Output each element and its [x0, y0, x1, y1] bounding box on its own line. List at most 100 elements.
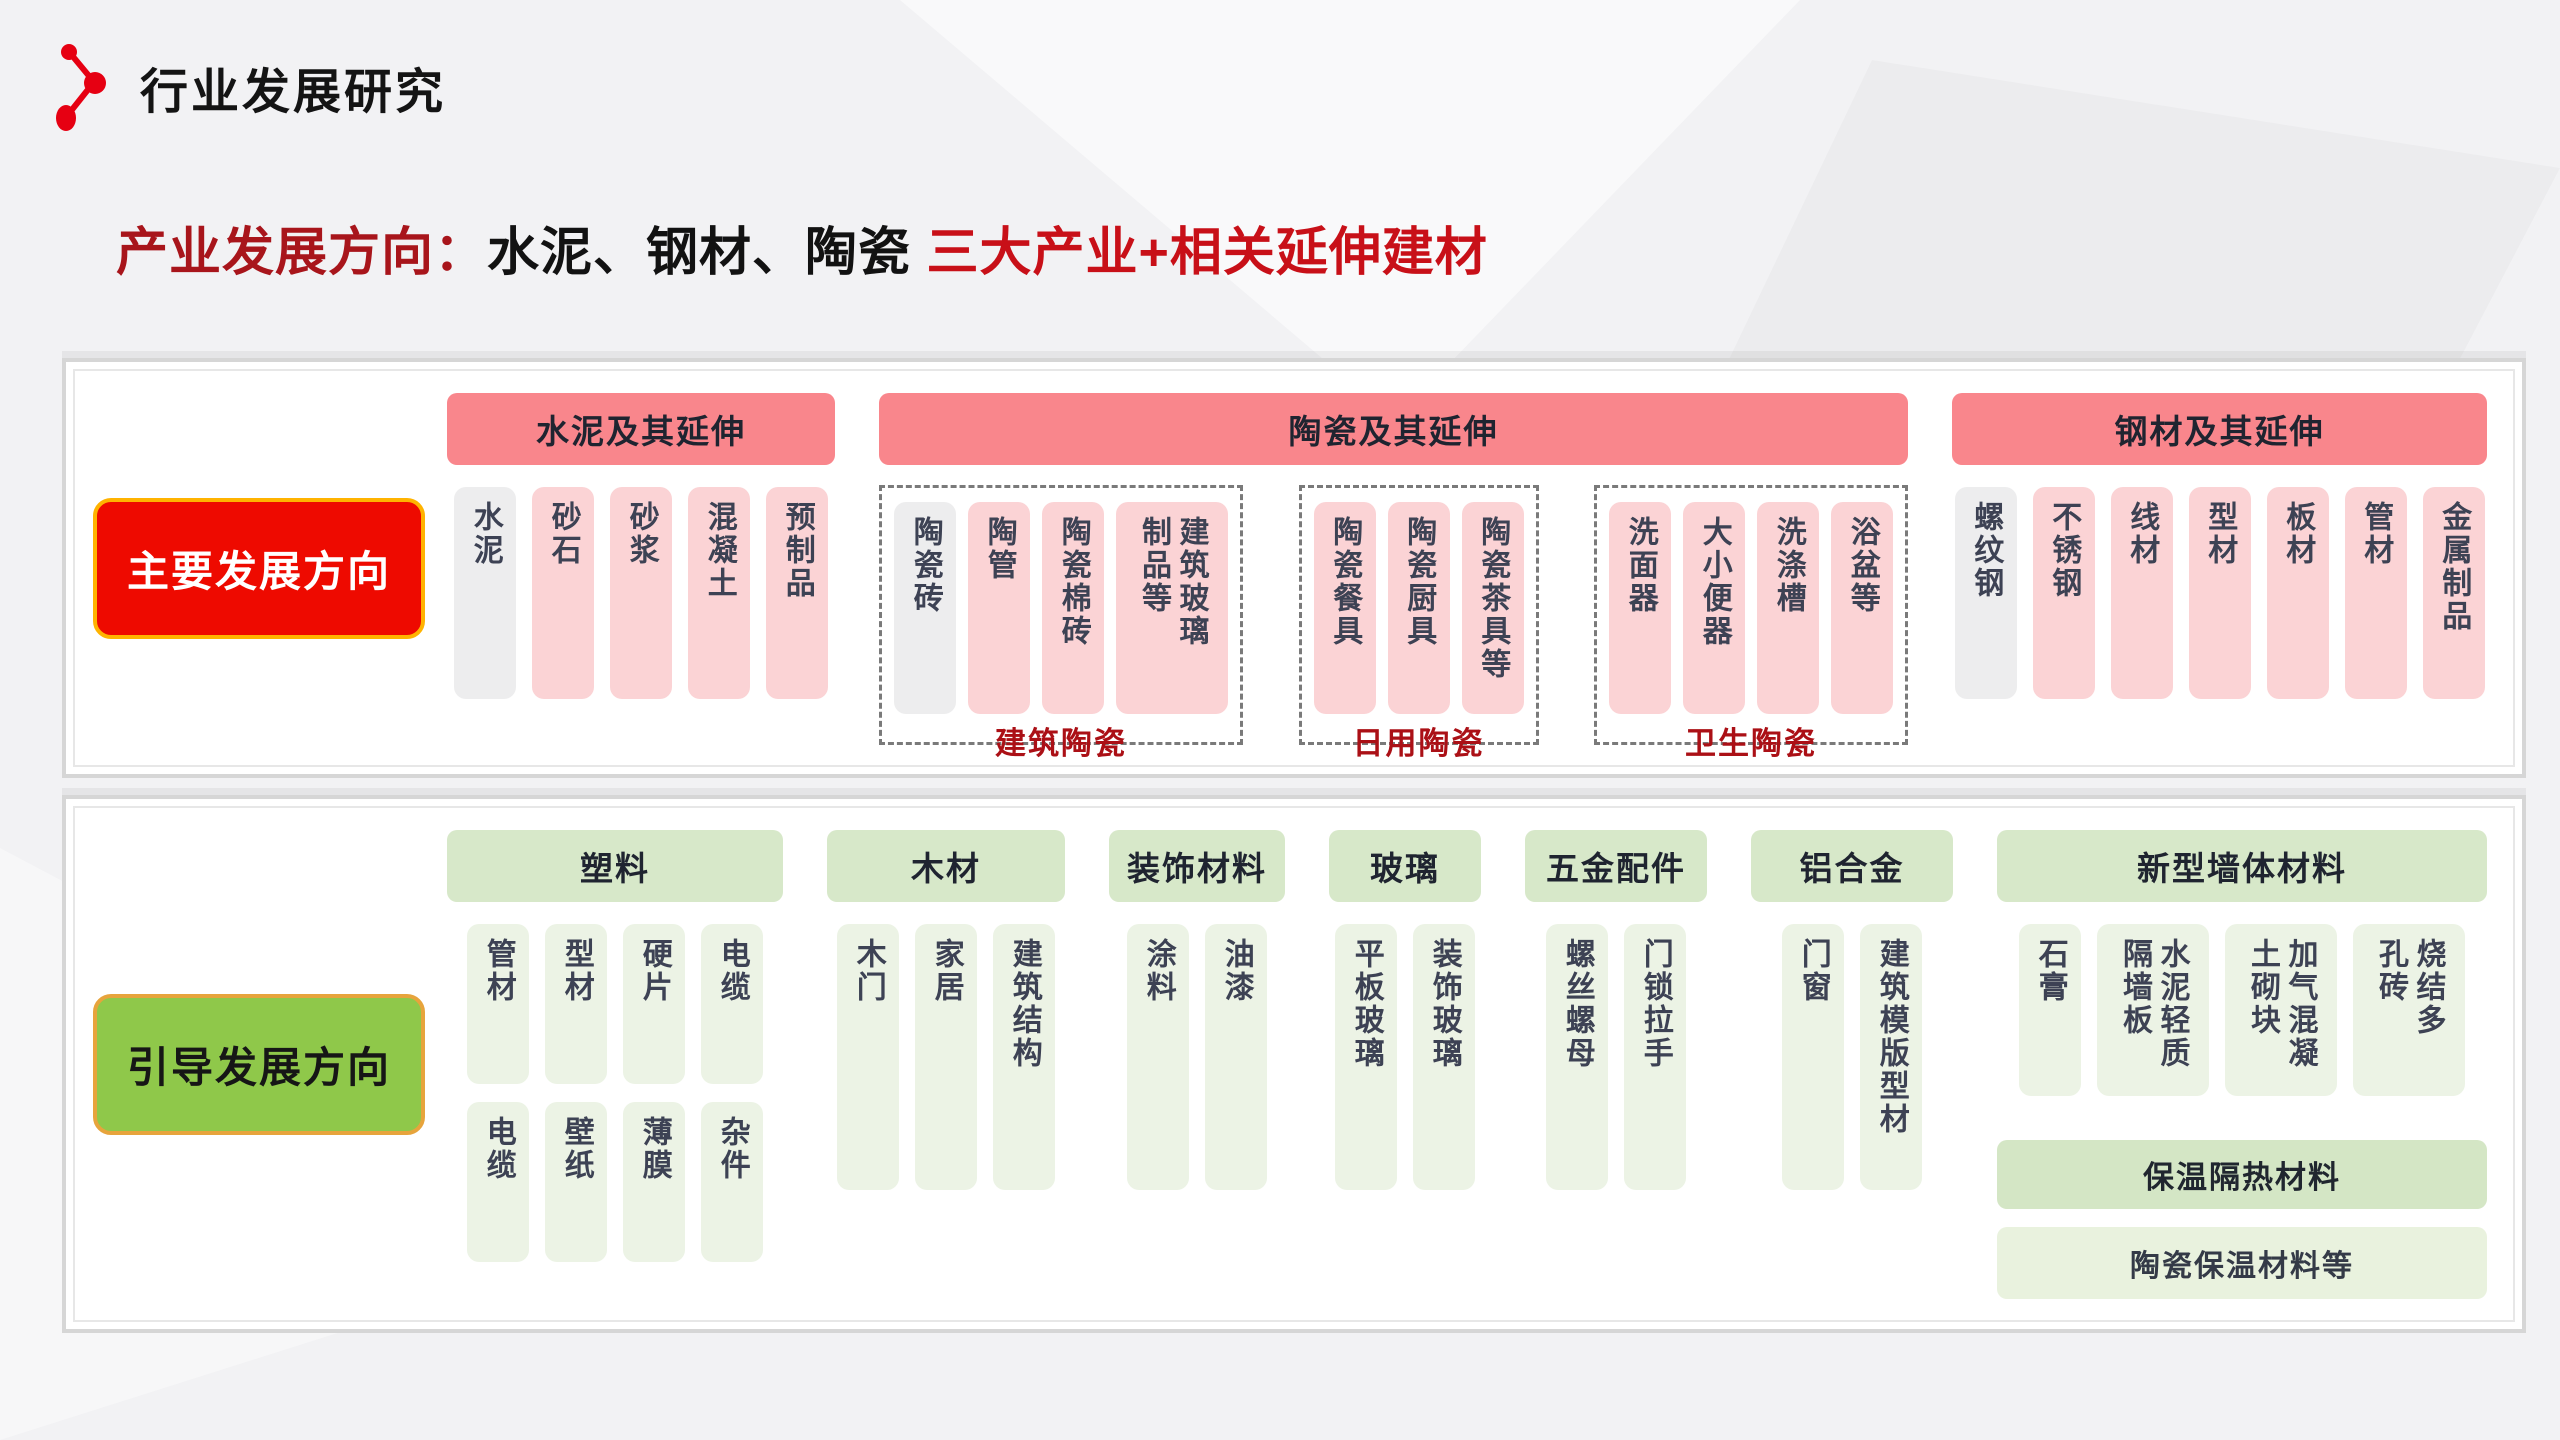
guided-direction-button: 引导发展方向: [92, 993, 425, 1135]
item-label: 木门: [851, 938, 885, 1004]
primary-button-column: 主要发展方向: [75, 371, 443, 765]
item-label: 洗面器: [1623, 516, 1657, 615]
section-header: 五金配件: [1525, 830, 1707, 902]
item-label: 薄膜: [637, 1116, 671, 1182]
section-header: 装饰材料: [1109, 830, 1285, 902]
dashed-group: 陶瓷砖陶管 陶瓷棉砖建筑玻璃 制品等建筑陶瓷: [879, 485, 1243, 761]
item-label: 金属制品: [2437, 501, 2471, 633]
item-box: 加气混凝 土砌块: [2225, 924, 2337, 1096]
item-label: 型材: [2203, 501, 2237, 567]
item-label: 烧结多 孔砖: [2374, 938, 2445, 1037]
panel2-section: 新型墙体材料石膏水泥轻质 隔墙板加气混凝 土砌块烧结多 孔砖保温隔热材料陶瓷保温…: [1997, 830, 2487, 1299]
item-label: 门窗: [1796, 938, 1830, 1004]
section-items: 涂料油漆: [1109, 924, 1285, 1190]
item-box: 陶瓷厨具: [1387, 502, 1450, 714]
subtitle-industries: 水泥、钢材、陶瓷: [487, 224, 927, 282]
item-box: 水泥轻质 隔墙板: [2097, 924, 2209, 1096]
item-box: 洗面器: [1609, 502, 1671, 714]
group-label: 日用陶瓷: [1352, 726, 1485, 761]
item-box: 螺纹钢: [1954, 487, 2017, 699]
item-label: 陶瓷棉砖: [1056, 516, 1090, 648]
item-label: 砂浆: [624, 501, 658, 567]
item-label: 建筑模版型材: [1874, 938, 1908, 1136]
guided-direction-panel: 引导发展方向 塑料管材型材硬片电缆电缆壁纸薄膜杂件木材木门家居建筑结构装饰材料涂…: [62, 795, 2526, 1333]
section-items: 平板玻璃 装饰玻璃: [1329, 924, 1481, 1190]
item-box: 不锈钢: [2032, 487, 2095, 699]
section-header: 钢材及其延伸: [1952, 393, 2487, 465]
item-box: 大小便器: [1683, 502, 1745, 714]
item-label: 螺丝螺母: [1560, 938, 1594, 1070]
item-box: 陶瓷棉砖: [1042, 502, 1104, 714]
item-label: 陶管: [982, 516, 1016, 582]
section-items: 门窗 建筑模版型材: [1751, 924, 1953, 1190]
subtitle-prefix: 产业发展方向：: [116, 224, 488, 282]
item-label: 型材: [559, 938, 593, 1004]
item-box: 电缆: [701, 924, 763, 1084]
item-box: 装饰玻璃: [1413, 924, 1475, 1190]
item-box: 陶瓷砖: [894, 502, 956, 714]
item-label: 平板玻璃: [1349, 938, 1383, 1070]
item-box: 建筑玻璃 制品等: [1116, 502, 1228, 714]
item-label: 油漆: [1219, 938, 1253, 1004]
item-label: 家居: [929, 938, 963, 1004]
panel2-section: 装饰材料涂料油漆: [1109, 830, 1285, 1190]
subtitle: 产业发展方向：水泥、钢材、陶瓷 三大产业+相关延伸建材: [116, 210, 1488, 285]
panel1-sections: 水泥及其延伸水泥砂石砂浆混凝土预制品陶瓷及其延伸陶瓷砖陶管陶瓷棉砖建筑玻璃 制品…: [443, 371, 2513, 765]
section-header: 塑料: [447, 830, 783, 902]
item-box: 门窗: [1782, 924, 1844, 1190]
section-items: 木门家居 建筑结构: [827, 924, 1065, 1190]
item-box: 建筑结构: [993, 924, 1055, 1190]
item-label: 装饰玻璃: [1427, 938, 1461, 1070]
item-label: 螺纹钢: [1969, 501, 2003, 600]
item-box: 预制品: [766, 487, 828, 699]
item-label: 不锈钢: [2047, 501, 2081, 600]
item-label: 建筑结构: [1007, 938, 1041, 1070]
dashed-group: 洗面器 大小便器 洗涤槽 浴盆等卫生陶瓷: [1594, 485, 1908, 761]
panel2-section: 铝合金门窗建筑模版型材: [1751, 830, 1953, 1190]
item-label: 大小便器: [1697, 516, 1731, 648]
panel2-sections: 塑料管材型材硬片电缆电缆壁纸薄膜杂件木材木门家居建筑结构装饰材料涂料油漆玻璃平板…: [443, 808, 2513, 1320]
item-box: 型材: [545, 924, 607, 1084]
page-title: 行业发展研究: [140, 66, 447, 119]
section-items: 石膏水泥轻质 隔墙板加气混凝 土砌块烧结多 孔砖: [1997, 924, 2487, 1096]
item-box: 平板玻璃: [1335, 924, 1397, 1190]
item-box: 门锁拉手: [1624, 924, 1686, 1190]
item-box: 型材: [2188, 487, 2251, 699]
item-box: 金属制品: [2422, 487, 2485, 699]
section-header: 新型墙体材料: [1997, 830, 2487, 902]
item-label: 混凝土: [702, 501, 736, 600]
section-header: 水泥及其延伸: [447, 393, 835, 465]
item-box: 油漆: [1205, 924, 1267, 1190]
section-header: 玻璃: [1329, 830, 1481, 902]
section-header: 木材: [827, 830, 1065, 902]
item-label: 电缆: [715, 938, 749, 1004]
item-box: 洗涤槽: [1757, 502, 1819, 714]
section-items-row: 管材型材硬片电缆: [447, 924, 783, 1084]
item-box: 壁纸: [545, 1102, 607, 1262]
item-label: 管材: [2359, 501, 2393, 567]
item-box: 电缆: [467, 1102, 529, 1262]
item-box: 薄膜: [623, 1102, 685, 1262]
item-label: 涂料: [1141, 938, 1175, 1004]
item-box: 木门: [837, 924, 899, 1190]
panel2-section: 塑料管材型材硬片电缆电缆壁纸薄膜杂件: [447, 830, 783, 1262]
item-label: 水泥轻质 隔墙板: [2118, 938, 2189, 1070]
item-box: 杂件: [701, 1102, 763, 1262]
item-label: 陶瓷厨具: [1402, 516, 1436, 648]
panel1-section: 陶瓷及其延伸陶瓷砖陶管陶瓷棉砖建筑玻璃 制品等建筑陶瓷陶瓷餐具陶瓷厨具陶瓷茶具等…: [879, 393, 1908, 761]
item-label: 浴盆等: [1845, 516, 1879, 615]
guided-direction-panel-inner: 引导发展方向 塑料管材型材硬片电缆电缆壁纸薄膜杂件木材木门家居建筑结构装饰材料涂…: [73, 806, 2515, 1322]
group-label: 卫生陶瓷: [1685, 726, 1817, 761]
item-box: 管材: [2344, 487, 2407, 699]
panel2-section: 木材木门家居 建筑结构: [827, 830, 1065, 1190]
section-items-row: 电缆壁纸薄膜杂件: [447, 1102, 783, 1262]
insulation-header: 保温隔热材料: [1997, 1140, 2487, 1209]
item-label: 洗涤槽: [1771, 516, 1805, 615]
group-label: 建筑陶瓷: [995, 726, 1127, 761]
panel2-section: 五金配件螺丝螺母门锁拉手: [1525, 830, 1707, 1190]
primary-direction-panel: 主要发展方向 水泥及其延伸水泥砂石砂浆混凝土预制品陶瓷及其延伸陶瓷砖陶管陶瓷棉砖…: [62, 358, 2526, 778]
item-label: 硬片: [637, 938, 671, 1004]
section-items: 螺丝螺母门锁拉手: [1525, 924, 1707, 1190]
item-box: 涂料: [1127, 924, 1189, 1190]
item-label: 预制品: [780, 501, 814, 600]
